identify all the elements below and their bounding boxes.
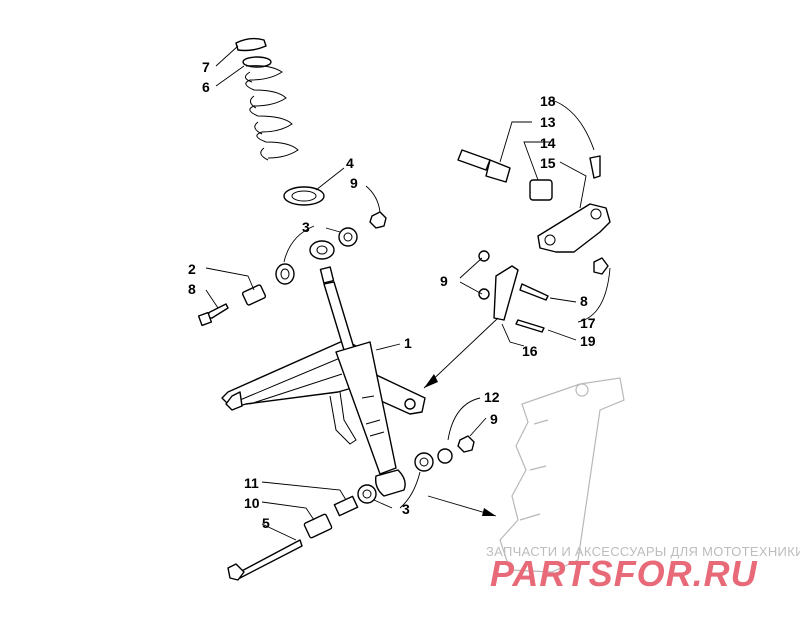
- callout-13: 13: [540, 114, 556, 130]
- callout-9-upper: 9: [350, 175, 358, 191]
- callout-8-right: 8: [580, 293, 588, 309]
- arrows: [423, 317, 499, 517]
- callout-2: 2: [188, 261, 196, 277]
- lower-hardware: [227, 435, 475, 581]
- leader-lines: [205, 45, 611, 541]
- coil-spring: [235, 37, 325, 206]
- callout-8-left: 8: [188, 281, 196, 297]
- callout-12: 12: [484, 389, 500, 405]
- callout-10: 10: [244, 495, 260, 511]
- linkage-assembly: [457, 149, 611, 333]
- callout-5: 5: [262, 515, 270, 531]
- a-arm: [221, 339, 426, 445]
- callout-4: 4: [346, 155, 354, 171]
- watermark-caption: ЗАПЧАСТИ И АКСЕССУАРЫ ДЛЯ МОТОТЕХНИКИ: [486, 544, 800, 559]
- upper-hardware: [197, 211, 387, 327]
- callout-17: 17: [580, 315, 596, 331]
- spindle: [499, 377, 625, 573]
- callouts: 7 6 4 9 3 2 8 1 12 9 3 11 10 5 18 13 14 …: [188, 59, 596, 531]
- callout-9-right: 9: [440, 273, 448, 289]
- callout-3-lower: 3: [402, 501, 410, 517]
- watermark-logo: PARTSFOR.RU: [490, 553, 758, 594]
- callout-18: 18: [540, 93, 556, 109]
- callout-6: 6: [202, 79, 210, 95]
- callout-3-upper: 3: [302, 219, 310, 235]
- callout-15: 15: [540, 155, 556, 171]
- callout-9-lower: 9: [490, 411, 498, 427]
- callout-19: 19: [580, 333, 596, 349]
- shock-absorber: [309, 240, 406, 497]
- callout-14: 14: [540, 135, 556, 151]
- callout-7: 7: [202, 59, 210, 75]
- callout-1: 1: [404, 335, 412, 351]
- callout-16: 16: [522, 343, 538, 359]
- callout-11: 11: [244, 475, 259, 491]
- watermark: ЗАПЧАСТИ И АКСЕССУАРЫ ДЛЯ МОТОТЕХНИКИ PA…: [486, 544, 800, 594]
